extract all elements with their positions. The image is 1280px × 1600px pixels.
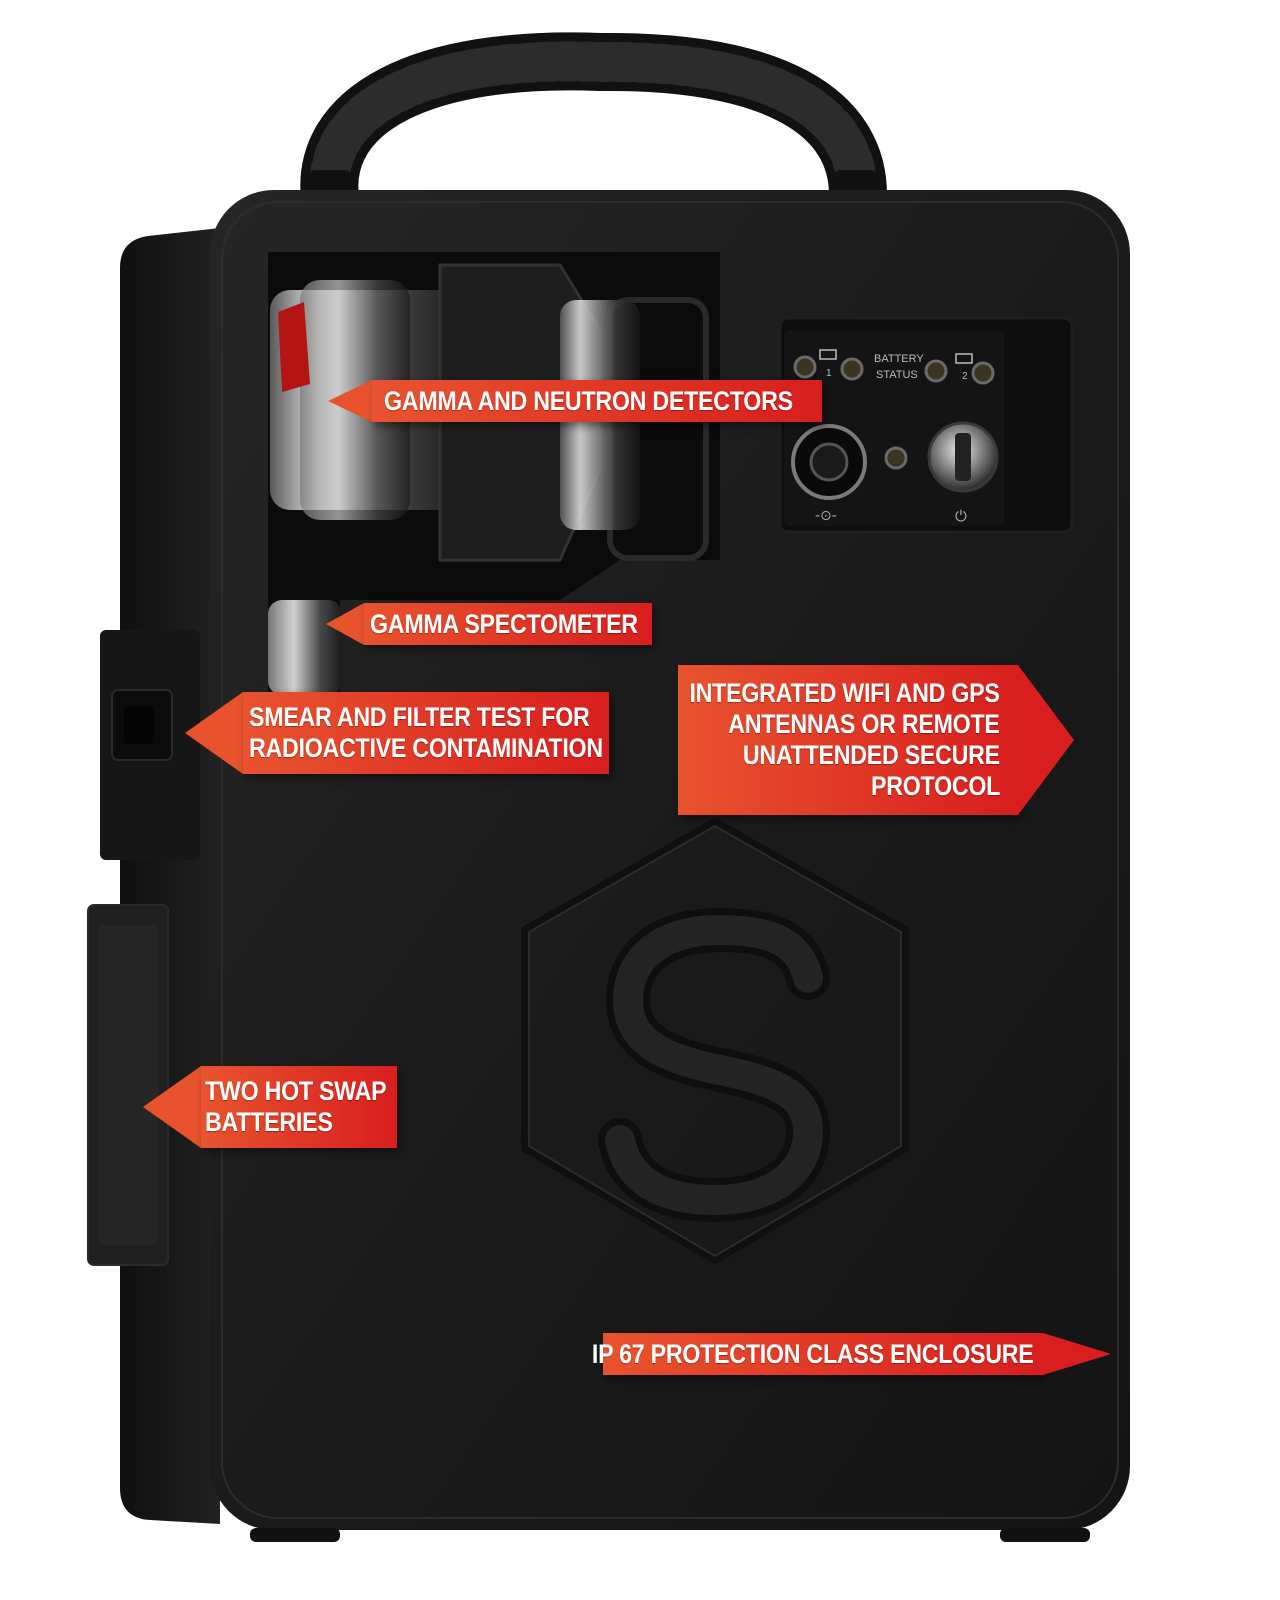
callout-label-line1: TWO HOT SWAP	[205, 1076, 387, 1106]
callout-label: GAMMA AND NEUTRON DETECTORS	[384, 385, 793, 416]
callout-label-line1: INTEGRATED WIFI AND GPS	[689, 678, 1000, 708]
power-icon: ⏻	[955, 507, 967, 525]
battery-status-label-1: BATTERY	[874, 353, 924, 365]
callout-label: GAMMA SPECTOMETER	[370, 608, 638, 639]
hexagon-s-logo-icon	[521, 817, 909, 1265]
battery-2-icon	[955, 353, 973, 364]
plug-icon: -⊙-	[815, 508, 837, 524]
callout-label-line2: ANTENNAS OR REMOTE	[728, 709, 1001, 739]
battery-1-icon	[819, 349, 837, 360]
battery-status-label-2: STATUS	[876, 369, 918, 381]
callout-label-line4: PROTOCOL	[870, 771, 1000, 801]
battery-1-label: 1	[826, 368, 832, 379]
callout-label-line1: SMEAR AND FILTER TEST FOR	[249, 702, 590, 732]
callout-label-line2: RADIOACTIVE CONTAMINATION	[249, 733, 603, 763]
power-led	[884, 446, 908, 470]
callout-label-line2: BATTERIES	[205, 1107, 333, 1137]
battery-1-led-b	[840, 357, 864, 381]
callout-label: IP 67 PROTECTION CLASS ENCLOSURE	[591, 1338, 1033, 1369]
case-side	[120, 228, 220, 1524]
battery-2-led-b	[971, 361, 995, 385]
callout-label-line3: UNATTENDED SECURE	[742, 740, 1000, 770]
detector-window	[268, 252, 720, 700]
battery-2-label: 2	[962, 371, 968, 382]
control-panel: BATTERY STATUS 1 2 -⊙- ⏻	[778, 316, 1074, 534]
battery-2-led-a	[924, 359, 948, 383]
battery-1-led-a	[793, 355, 817, 379]
